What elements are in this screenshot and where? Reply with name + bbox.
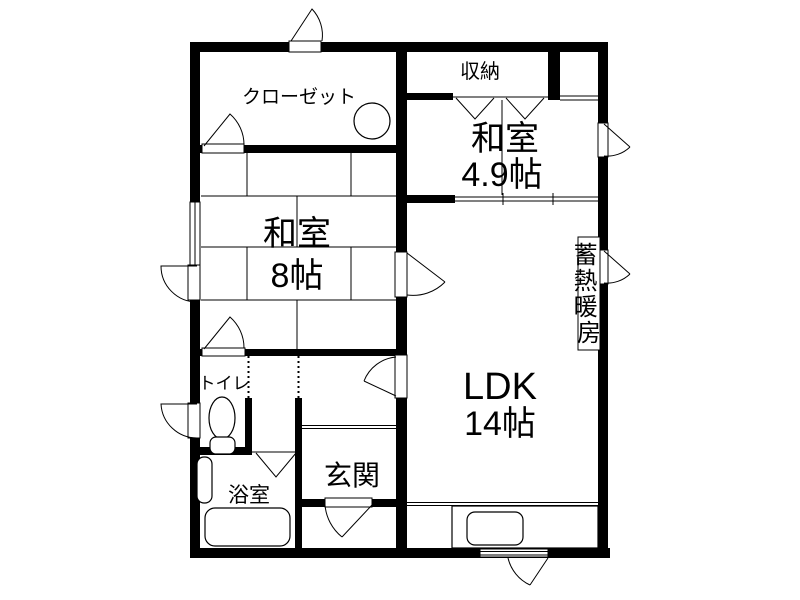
wall-storage-right xyxy=(548,42,560,100)
opening-left-door-2 xyxy=(187,402,201,439)
door-arc-closet xyxy=(203,113,245,147)
wall-right xyxy=(598,42,608,558)
label-toilet: トイレ xyxy=(199,374,250,393)
sliding-door-track-washitsu49-ldk xyxy=(455,95,598,205)
label-heater: 蓄 熱 暖 房 xyxy=(574,242,605,347)
heater-box xyxy=(577,236,601,351)
door-arc-hall-ldk xyxy=(363,356,397,397)
label-closet: クローゼット xyxy=(242,86,356,108)
wall-openings xyxy=(187,40,609,558)
door-swings xyxy=(160,8,631,586)
label-storage: 収納 xyxy=(460,60,500,83)
door-arc-top-exterior xyxy=(290,8,323,42)
door-arc-left-1 xyxy=(160,265,198,303)
label-washitsu49-size: 4.9帖 xyxy=(461,156,542,194)
storage-bifold-door xyxy=(453,96,548,120)
door-arc-toilet xyxy=(203,316,245,350)
door-arc-right-2 xyxy=(603,250,631,284)
opening-right-door-1 xyxy=(597,122,609,158)
bathtub xyxy=(204,507,291,547)
label-entrance: 玄関 xyxy=(324,460,380,491)
opening-top-door xyxy=(288,40,322,53)
wall-washitsu49-bottom xyxy=(396,195,455,203)
label-washitsu8-name: 和室 xyxy=(263,215,331,253)
kitchen-sink xyxy=(466,511,524,546)
opening-left-door-1 xyxy=(187,264,201,301)
opening-entrance-door xyxy=(324,497,373,508)
wall-toilet-east xyxy=(245,398,252,450)
closet-pole-circle xyxy=(353,102,391,140)
door-arc-entrance xyxy=(324,504,373,538)
sliding-partition-dotted xyxy=(247,356,300,398)
wall-closet-bottom xyxy=(196,145,396,153)
opening-toilet-door xyxy=(201,347,246,357)
door-arc-left-2 xyxy=(160,403,198,439)
label-ldk-name: LDK xyxy=(463,366,537,408)
entrance-step-line xyxy=(302,425,396,429)
label-washitsu49-name: 和室 xyxy=(471,120,539,158)
wall-washitsu8-bottom xyxy=(196,349,407,356)
label-washitsu8-size: 8帖 xyxy=(271,257,324,295)
fixtures xyxy=(196,102,601,549)
wall-storage-bottom xyxy=(407,93,453,100)
wall-hall-west xyxy=(295,398,302,548)
bath-washstand xyxy=(196,456,213,504)
door-arc-washitsu8-ldk xyxy=(406,252,446,296)
toilet-bowl xyxy=(208,396,236,440)
opening-washitsu8-ldk-door xyxy=(394,251,408,298)
label-bath: 浴室 xyxy=(228,484,270,507)
opening-closet-door xyxy=(201,143,245,154)
opening-kitchen-back-door xyxy=(479,548,549,558)
tatami-lines-washitsu8 xyxy=(201,153,396,349)
opening-hall-ldk-door xyxy=(394,354,408,399)
label-ldk-size: 14帖 xyxy=(464,405,536,443)
door-arc-kitchen-back xyxy=(507,557,549,586)
door-arc-right-1 xyxy=(603,123,631,157)
bath-bifold-door xyxy=(252,451,297,478)
wall-closet-divider xyxy=(396,42,407,203)
room-labels: クローゼット 収納 和室 4.9帖 和室 8帖 LDK 14帖 トイレ 浴室 玄… xyxy=(199,60,605,507)
toilet-tank xyxy=(209,436,236,455)
